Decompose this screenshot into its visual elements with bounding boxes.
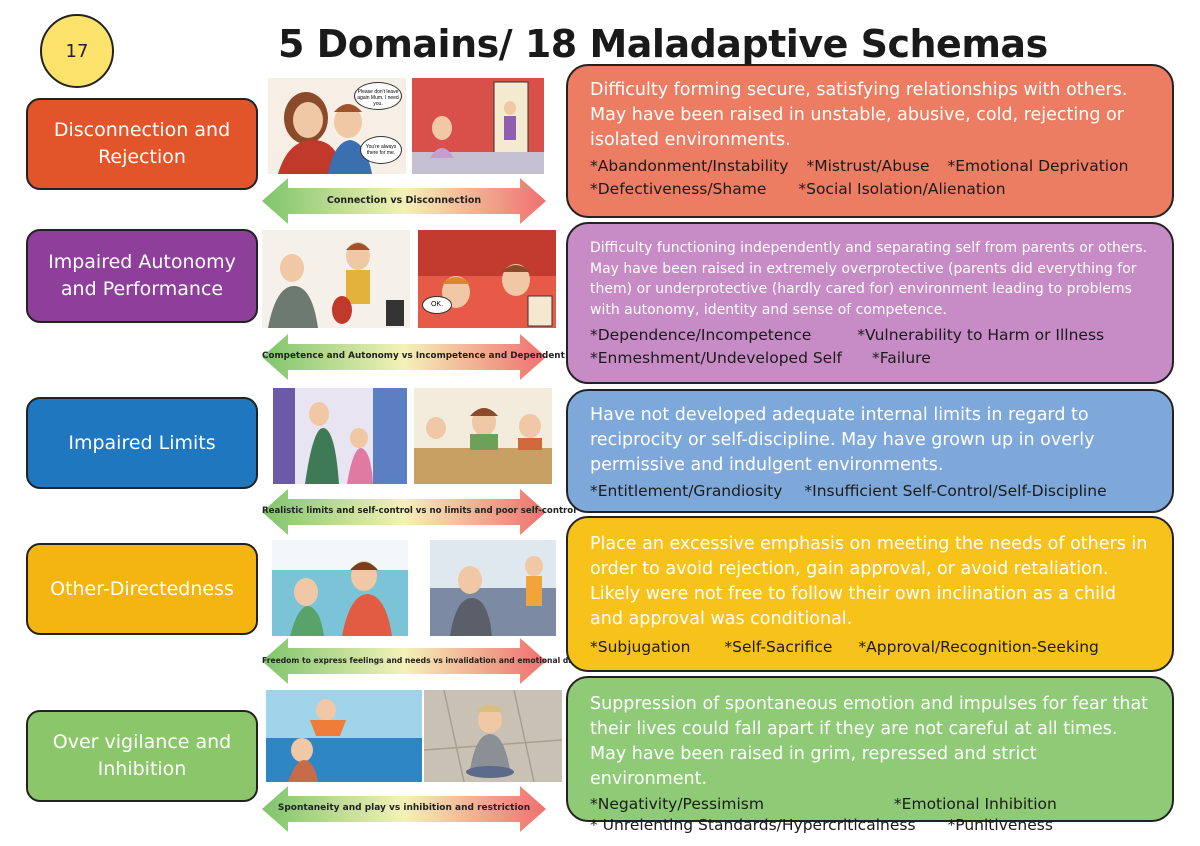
domain-name: Impaired Autonomy and Performance (48, 251, 236, 300)
speech-bubble: OK. (422, 296, 452, 314)
dinner-table-drawing-icon (414, 408, 552, 484)
description-text: Difficulty forming secure, satisfying re… (590, 80, 1128, 150)
sitting-child-drawing-icon (424, 690, 562, 782)
schema-item: *Social Isolation/Alienation (798, 180, 1006, 198)
guitar-lesson-drawing-icon (268, 242, 404, 328)
schema-item: *Failure (871, 349, 931, 367)
schema-list: *Abandonment/Instability *Mistrust/Abuse *… (590, 155, 1152, 201)
speech-bubble: Please don't leave again Mum. I need you… (354, 82, 402, 110)
schema-item: *Negativity/Pessimism (590, 795, 764, 813)
speech-bubble: You're always there for me. (360, 136, 402, 164)
domain-name: Disconnection and Rejection (53, 119, 231, 168)
domain-box-other-directedness: Other-Directedness (26, 543, 258, 635)
schema-list: *Dependence/Incompetence *Vulnerability t… (590, 324, 1152, 370)
illustration-father-on-couch (430, 540, 556, 636)
illustration-child-jumping-into-pool (266, 690, 422, 782)
schema-item: *Defectiveness/Shame (590, 180, 767, 198)
page-number-badge: 17 (40, 14, 114, 88)
domain-box-autonomy: Impaired Autonomy and Performance (26, 229, 258, 323)
arrow-competence-vs-incompetence (262, 334, 546, 380)
arrow-label: Spontaneity and play vs inhibition and r… (277, 803, 531, 813)
schema-item: *Vulnerability to Harm or Illness (857, 326, 1105, 344)
description-disconnection: Difficulty forming secure, satisfying re… (566, 64, 1174, 218)
description-text: Difficulty functioning independently and… (590, 240, 1148, 318)
hug-drawing-icon (278, 92, 372, 174)
arrow-spontaneity-vs-inhibition (262, 786, 546, 832)
schema-item: *Enmeshment/Undeveloped Self (590, 349, 842, 367)
page-title: 5 Domains/ 18 Maladaptive Schemas (278, 22, 1048, 66)
arrow-limits-vs-no-limits (262, 489, 546, 535)
illustration-mother-with-child (272, 540, 408, 636)
schema-item: *Mistrust/Abuse (806, 157, 930, 175)
schema-list: *Subjugation *Self-Sacrifice *Approval/Rec… (590, 636, 1152, 659)
schema-item: *Subjugation (590, 638, 691, 656)
illustration-mother-hugging-child: Please don't leave again Mum. I need you… (268, 78, 406, 174)
domain-box-disconnection: Disconnection and Rejection (26, 98, 258, 190)
domain-name: Impaired Limits (68, 431, 216, 454)
arrow-connection-vs-disconnection (262, 178, 546, 224)
illustration-child-tantrum-in-store (273, 388, 407, 484)
arrow-freedom-vs-invalidation (262, 638, 546, 684)
schema-item: *Abandonment/Instability (590, 157, 789, 175)
domain-name: Over vigilance and Inhibition (52, 731, 232, 780)
description-text: Place an excessive emphasis on meeting t… (590, 534, 1148, 629)
schema-item: *Insufficient Self-Control/Self-Discipli… (804, 482, 1107, 500)
domain-box-limits: Impaired Limits (26, 397, 258, 489)
schema-list: *Entitlement/Grandiosity *Insufficient Se… (590, 480, 1152, 503)
illustration-family-at-table (414, 388, 552, 484)
description-other-directedness: Place an excessive emphasis on meeting t… (566, 516, 1174, 672)
schema-list: *Negativity/Pessimism *Emotional Inhibiti… (590, 794, 1152, 836)
schema-item: *Dependence/Incompetence (590, 326, 812, 344)
schema-item: *Emotional Inhibition (893, 795, 1057, 813)
description-autonomy: Difficulty functioning independently and… (566, 222, 1174, 384)
car-drawing-icon (418, 264, 556, 328)
mother-child-drawing-icon (272, 540, 408, 636)
illustration-parent-with-child-guitar (262, 230, 410, 328)
schema-item: *Punitiveness (947, 816, 1053, 834)
domain-box-inhibition: Over vigilance and Inhibition (26, 710, 258, 802)
illustration-children-in-car: OK. (418, 230, 556, 328)
child-alone-drawing-icon (412, 81, 544, 174)
description-limits: Have not developed adequate internal lim… (566, 389, 1174, 513)
arrow-label: Competence and Autonomy vs Incompetence … (262, 351, 565, 361)
illustration-child-sitting-alone (424, 690, 562, 782)
pool-drawing-icon (266, 699, 422, 782)
description-text: Suppression of spontaneous emotion and i… (590, 694, 1149, 789)
schema-item: *Approval/Recognition-Seeking (858, 638, 1099, 656)
schema-item: *Self-Sacrifice (724, 638, 833, 656)
domain-name: Other-Directedness (50, 577, 234, 600)
arrow-label: Connection vs Disconnection (326, 195, 482, 206)
arrow-label: Freedom to express feelings and needs vs… (262, 656, 605, 665)
illustration-child-left-alone (412, 78, 544, 174)
store-drawing-icon (273, 388, 407, 484)
schema-item: *Entitlement/Grandiosity (590, 482, 783, 500)
schema-item: *Emotional Deprivation (947, 157, 1129, 175)
description-text: Have not developed adequate internal lim… (590, 405, 1095, 475)
arrow-label: Realistic limits and self-control vs no … (262, 506, 577, 516)
description-inhibition: Suppression of spontaneous emotion and i… (566, 676, 1174, 834)
schema-item: * Unrelenting Standards/Hypercriticalnes… (590, 816, 916, 834)
couch-drawing-icon (430, 556, 556, 636)
